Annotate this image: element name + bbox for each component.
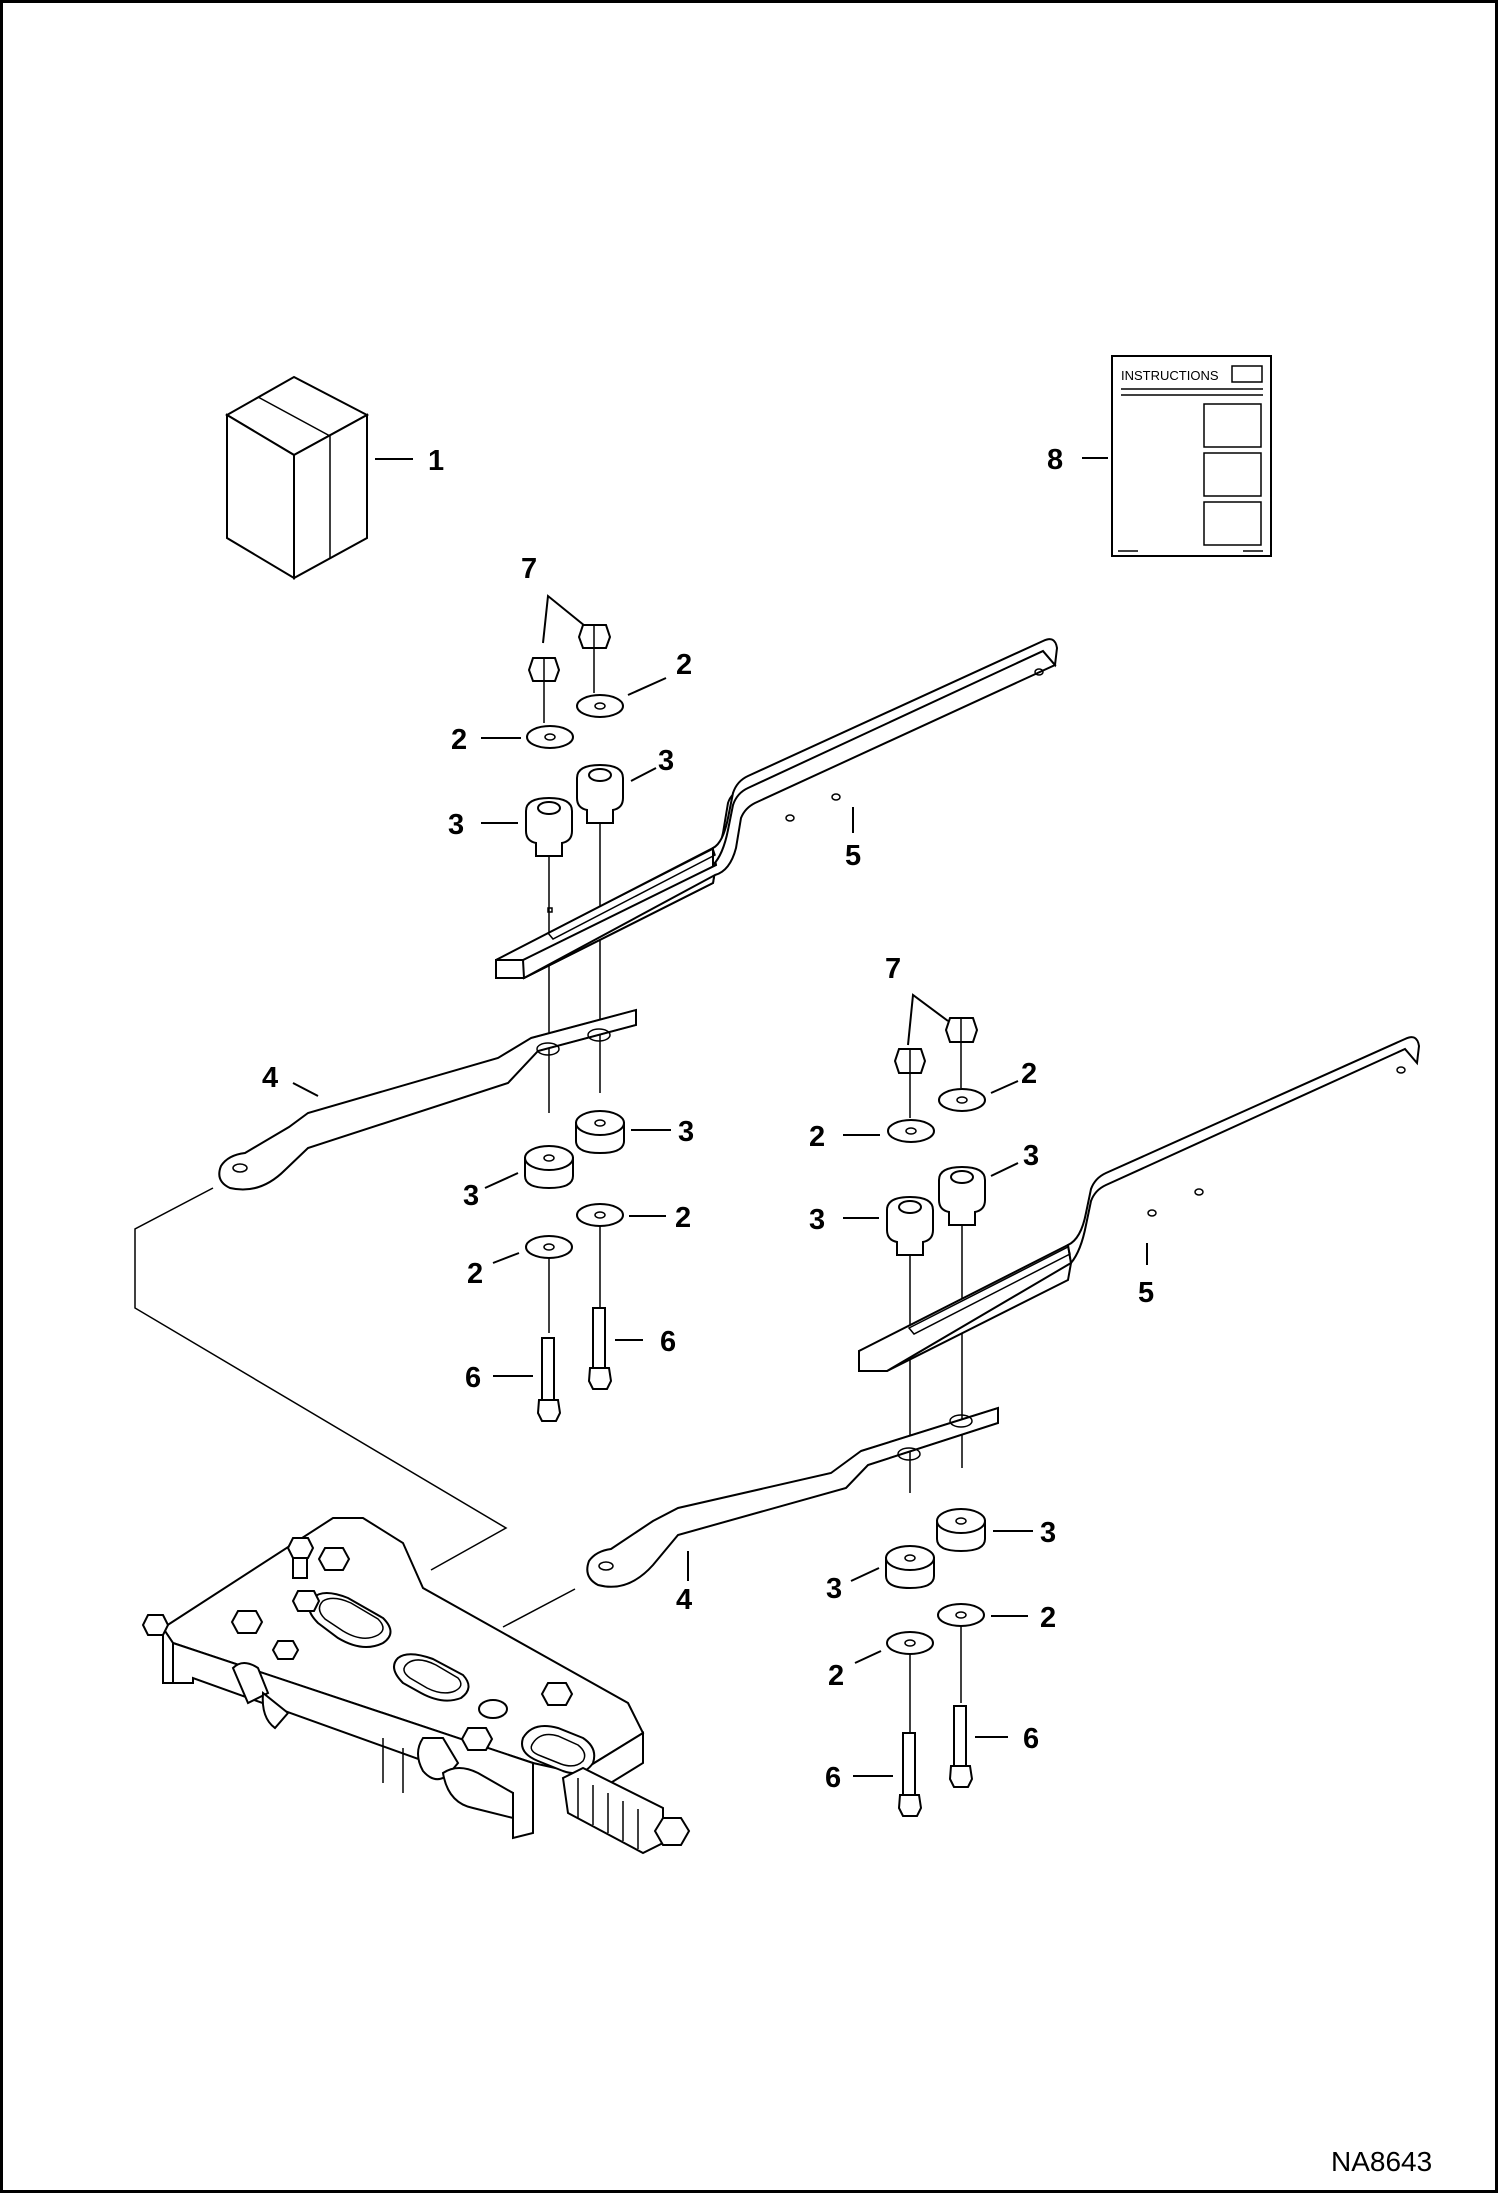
item-2-washer xyxy=(887,1119,935,1143)
item-2-washer xyxy=(938,1088,986,1112)
callout-3: 3 xyxy=(1023,1140,1039,1172)
item-6-bolt xyxy=(948,1705,974,1788)
item-2-washer xyxy=(526,725,574,749)
item-3-bushing xyxy=(576,763,624,824)
mounting-bracket-assembly xyxy=(141,1517,691,1855)
callout-3: 3 xyxy=(1040,1517,1056,1549)
callout-7-left: 7 xyxy=(521,553,537,585)
callout-3: 3 xyxy=(463,1180,479,1212)
leader-2 xyxy=(492,1252,520,1264)
callout-4: 4 xyxy=(262,1062,278,1094)
leader-3 xyxy=(990,1162,1019,1177)
callout-3: 3 xyxy=(658,745,674,777)
item-7-nut-right-a xyxy=(893,1048,927,1074)
callout-2: 2 xyxy=(676,649,692,681)
callout-3: 3 xyxy=(809,1204,825,1236)
callout-3: 3 xyxy=(678,1116,694,1148)
bracket-reference-line xyxy=(134,1187,508,1571)
item-6-bolt xyxy=(587,1307,613,1390)
callout-8: 8 xyxy=(1047,444,1063,476)
callout-3: 3 xyxy=(448,809,464,841)
item-1-box xyxy=(225,375,370,580)
callout-7-right: 7 xyxy=(885,953,901,985)
leader-4 xyxy=(292,1082,319,1097)
item-3-spacer xyxy=(936,1508,986,1553)
item-8-instructions: INSTRUCTIONS xyxy=(1111,355,1272,557)
callout-2: 2 xyxy=(467,1258,483,1290)
callout-2: 2 xyxy=(1040,1602,1056,1634)
callout-2: 2 xyxy=(809,1121,825,1153)
item-5-bar-right xyxy=(858,1036,1421,1372)
item-6-bolt xyxy=(897,1732,923,1817)
figure-id: NA8643 xyxy=(1331,2146,1432,2177)
item-2-washer xyxy=(525,1235,573,1259)
callout-2: 2 xyxy=(1021,1058,1037,1090)
item-3-bushing xyxy=(938,1165,986,1226)
leader-3 xyxy=(630,767,657,782)
item-3-bushing xyxy=(525,796,573,857)
callout-6: 6 xyxy=(465,1362,481,1394)
item-4-bar-left xyxy=(218,1008,637,1191)
item-3-spacer xyxy=(885,1545,935,1590)
callout-2: 2 xyxy=(828,1660,844,1692)
item-2-washer xyxy=(886,1631,934,1655)
callout-2: 2 xyxy=(675,1202,691,1234)
item-2-washer xyxy=(576,694,624,718)
leader-2 xyxy=(990,1080,1019,1094)
item-4-bar-right xyxy=(586,1406,999,1588)
item-3-spacer xyxy=(575,1110,625,1155)
leader-7-right xyxy=(907,993,949,1046)
item-2-washer xyxy=(937,1603,985,1627)
item-3-bushing xyxy=(886,1195,934,1256)
callout-5: 5 xyxy=(845,840,861,872)
item-2-washer xyxy=(576,1203,624,1227)
item-5-bar-left xyxy=(495,638,1059,980)
leader-2 xyxy=(854,1650,882,1664)
callout-1: 1 xyxy=(428,445,444,477)
callout-6: 6 xyxy=(660,1326,676,1358)
callout-6: 6 xyxy=(1023,1723,1039,1755)
callout-5: 5 xyxy=(1138,1277,1154,1309)
item-3-spacer xyxy=(524,1145,574,1190)
item-7-nut-left-a xyxy=(527,657,561,682)
instructions-label: INSTRUCTIONS xyxy=(1121,368,1219,383)
leader-2 xyxy=(627,677,667,696)
bracket-reference-line xyxy=(502,1588,576,1628)
item-6-bolt xyxy=(536,1337,562,1422)
callout-3: 3 xyxy=(826,1573,842,1605)
leader-3 xyxy=(850,1567,880,1582)
callout-2: 2 xyxy=(451,724,467,756)
callout-6: 6 xyxy=(825,1762,841,1794)
leader-7-left xyxy=(542,594,586,644)
leader-3 xyxy=(484,1172,519,1189)
item-7-nut-left-b xyxy=(577,624,612,649)
item-7-nut-right-b xyxy=(944,1017,979,1043)
exploded-parts-diagram: 1 INSTRUCTIONS 8 7 2 2 3 xyxy=(134,355,1432,2177)
callout-4: 4 xyxy=(676,1584,692,1616)
